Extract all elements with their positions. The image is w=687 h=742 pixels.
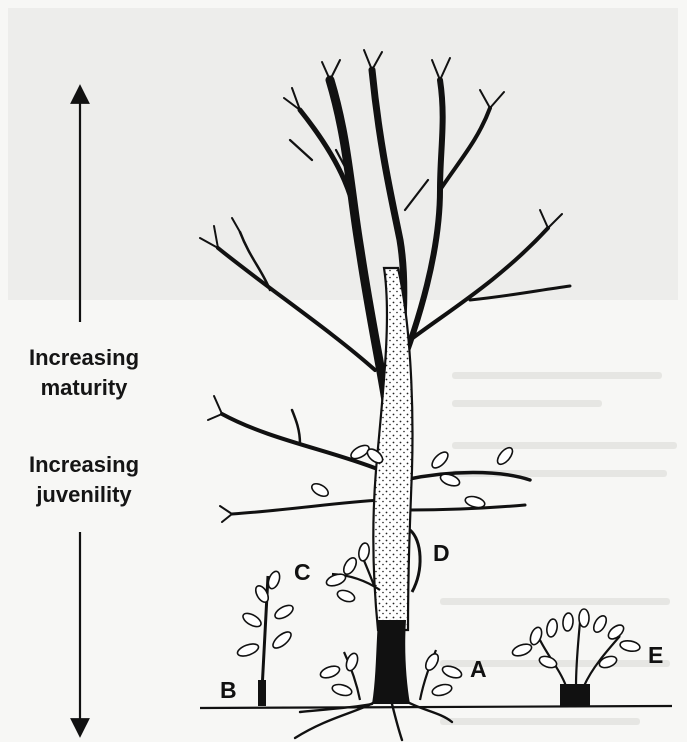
marker-a: A <box>470 656 487 683</box>
maturity-label: Increasing maturity <box>0 343 168 403</box>
tree-trunk-base <box>372 620 410 704</box>
marker-d: D <box>433 540 450 567</box>
marker-c: C <box>294 559 311 586</box>
ground-line <box>200 706 672 708</box>
maturity-label-line1: Increasing <box>0 343 168 373</box>
marker-b: B <box>220 677 237 704</box>
seedling-b <box>236 570 295 706</box>
sprout-c-leaves <box>325 542 371 604</box>
sucker-d <box>410 530 420 592</box>
tree-trunk-stippled <box>373 268 412 630</box>
maturity-label-line2: maturity <box>0 373 168 403</box>
juvenility-label-line1: Increasing <box>0 450 168 480</box>
juvenility-label: Increasing juvenility <box>0 450 168 510</box>
marker-e: E <box>648 642 663 669</box>
coppice-stool-e <box>511 609 641 706</box>
juvenility-label-line2: juvenility <box>0 480 168 510</box>
